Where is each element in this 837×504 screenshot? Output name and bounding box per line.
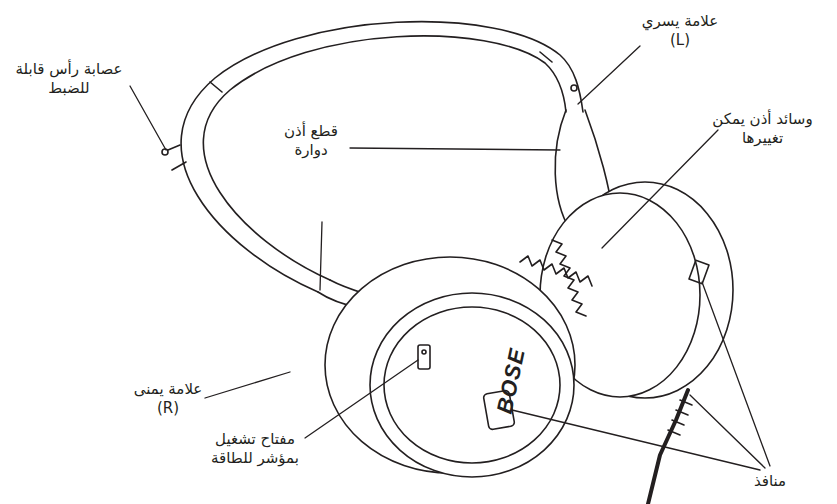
leader-line — [578, 46, 640, 104]
mark-label: علامة يسري (L) — [635, 12, 725, 50]
left-port — [689, 260, 709, 284]
part-label: منافذ — [740, 472, 800, 491]
cable-strain-relief — [668, 400, 692, 435]
leader-line — [320, 222, 322, 290]
leader-line — [350, 148, 560, 150]
power-switch — [418, 345, 430, 369]
leader-line — [130, 86, 166, 150]
headband-inner — [203, 36, 566, 280]
part-label: مفتاح تشغيل بمؤشر للطاقة — [195, 430, 315, 468]
leader-line — [305, 360, 418, 438]
part-label: قطع أذن دوارة — [272, 122, 350, 160]
headband-rivet — [162, 149, 168, 155]
part-label: وسائد أذن يمكن تغييرها — [690, 110, 835, 148]
power-indicator — [422, 350, 426, 354]
right-earcup-plate — [384, 307, 560, 463]
part-label: عصابة رأس قابلة للضبط — [4, 60, 134, 98]
right-earcup-shell — [370, 293, 574, 477]
leader-line — [602, 130, 718, 248]
leader-line — [205, 372, 290, 398]
headband — [181, 22, 583, 292]
cushion-pleats — [520, 256, 592, 286]
audio-cable — [648, 390, 688, 504]
headband-rivet — [571, 85, 577, 91]
mark-label: علامة يمنى (R) — [128, 380, 208, 418]
headband-slider — [168, 52, 552, 170]
leader-line — [512, 282, 770, 470]
